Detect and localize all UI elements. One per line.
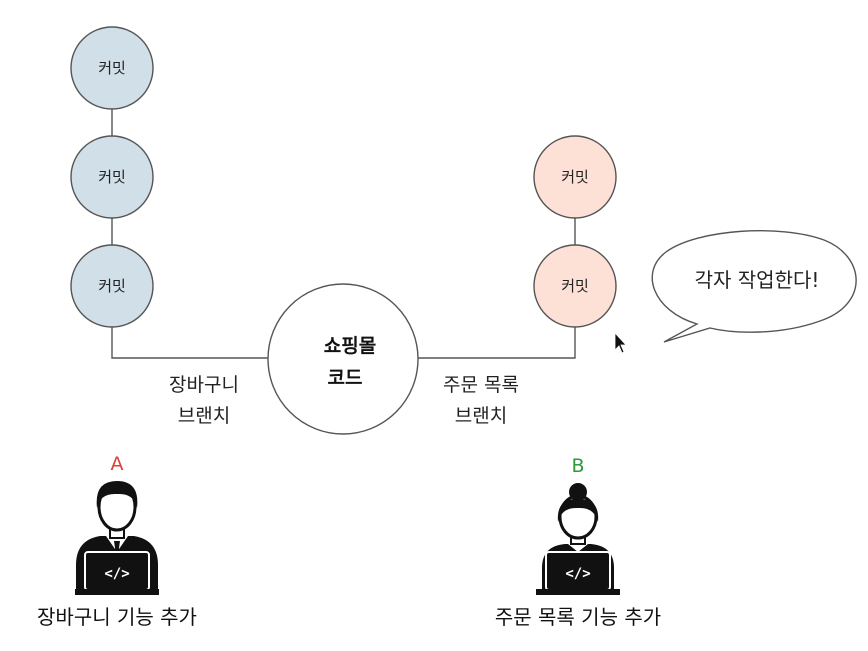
code-icon: </> [565, 566, 590, 582]
developer-woman-icon: </> [536, 483, 620, 595]
right-branch-label-line1: 주문 목록 [443, 374, 519, 396]
right-commit-node[interactable]: 커밋 [533, 244, 617, 328]
commit-label: 커밋 [98, 277, 126, 295]
left-commit-node[interactable]: 커밋 [70, 135, 154, 219]
right-branch-commits: 커밋 커밋 [533, 135, 617, 328]
center-node-line2: 코드 [328, 367, 363, 389]
left-commit-node[interactable]: 커밋 [70, 26, 154, 110]
commit-label: 커밋 [98, 59, 126, 77]
left-commit-node[interactable]: 커밋 [70, 244, 154, 328]
center-node-line1: 쇼핑몰 [324, 335, 376, 357]
left-branch-commits: 커밋 커밋 커밋 [70, 26, 154, 328]
person-b: B </> 주문 목록 기능 추가 [495, 455, 661, 629]
left-branch-line [111, 327, 268, 359]
person-b-letter: B [571, 455, 584, 477]
mouse-cursor-icon [614, 331, 627, 354]
person-a: A </> 장바구니 기능 추가 [37, 453, 197, 629]
right-branch-label-line2: 브랜치 [455, 405, 507, 427]
developer-man-icon: </> [75, 481, 159, 595]
person-a-letter: A [111, 453, 124, 475]
person-a-caption: 장바구니 기능 추가 [37, 605, 197, 629]
person-b-caption: 주문 목록 기능 추가 [495, 605, 661, 629]
right-commit-node[interactable]: 커밋 [533, 135, 617, 219]
right-branch-line [418, 327, 576, 359]
left-branch-label-line1: 장바구니 [169, 374, 239, 396]
code-icon: </> [104, 566, 129, 582]
center-node[interactable]: 쇼핑몰 코드 [267, 283, 419, 435]
left-branch-label-line2: 브랜치 [178, 405, 230, 427]
connector-lines [111, 108, 576, 359]
speech-bubble: 각자 작업한다! [651, 229, 857, 343]
commit-label: 커밋 [98, 168, 126, 186]
commit-label: 커밋 [561, 168, 589, 186]
commit-label: 커밋 [561, 277, 589, 295]
speech-bubble-text: 각자 작업한다! [695, 268, 820, 292]
